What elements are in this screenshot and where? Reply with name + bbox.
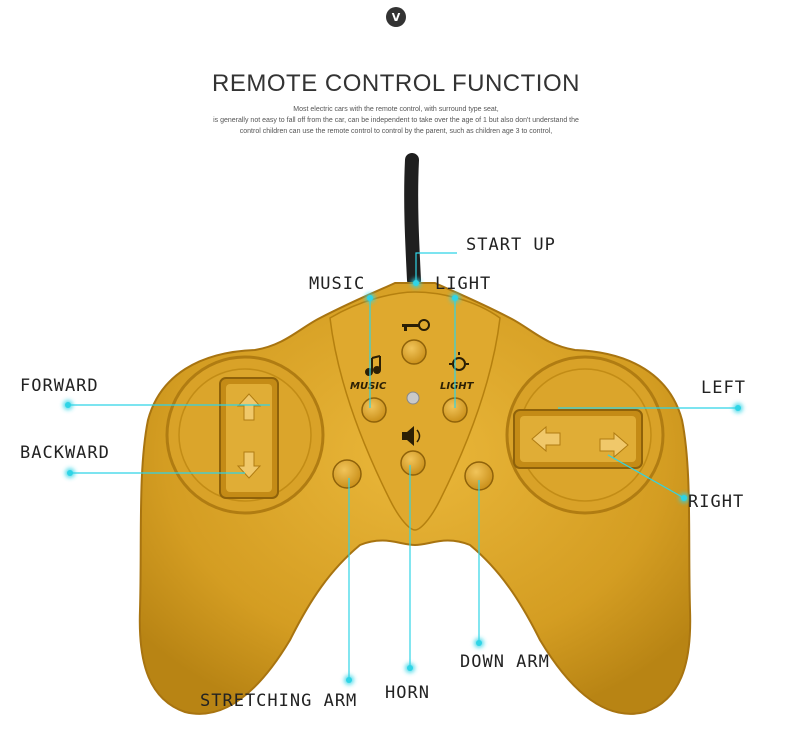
left-arrow-icon [531,425,561,453]
antenna [404,153,421,287]
page-description: Most electric cars with the remote contr… [0,104,792,137]
label-down-arm: DOWN ARM [460,652,550,672]
label-backward: BACKWARD [20,443,110,463]
right-arrow-icon [599,431,629,459]
label-forward: FORWARD [20,376,99,396]
key-icon [402,319,430,331]
horn-button [400,450,426,476]
label-right: RIGHT [688,492,745,512]
light-button-icon-label: LIGHT [440,381,475,392]
music-button [361,397,387,423]
pointer-dots [63,278,743,685]
music-button-icon-label: MUSIC [350,381,387,392]
label-horn: HORN [385,683,430,703]
label-light: LIGHT [435,274,492,294]
label-left: LEFT [701,378,746,398]
stretching-arm-button [332,459,362,489]
description-line: is generally not easy to fall off from t… [213,117,579,124]
backward-arrow-icon [236,451,262,479]
label-stretching-arm: STRETCHING ARM [200,691,358,711]
description-line: control children can use the remote cont… [239,128,553,135]
light-bulb-icon [449,352,469,371]
center-panel [329,291,501,531]
speaker-icon [402,426,421,446]
label-music: MUSIC [309,274,366,294]
page-title: REMOTE CONTROL FUNCTION [212,70,580,97]
forward-arrow-icon [236,393,262,421]
description-line: Most electric cars with the remote contr… [293,106,499,113]
label-start-up: START UP [466,235,556,255]
indicator-light [406,391,420,405]
pointer-lines [68,252,738,680]
start-up-button [401,339,427,365]
chevron-down-icon[interactable]: V [386,7,406,27]
